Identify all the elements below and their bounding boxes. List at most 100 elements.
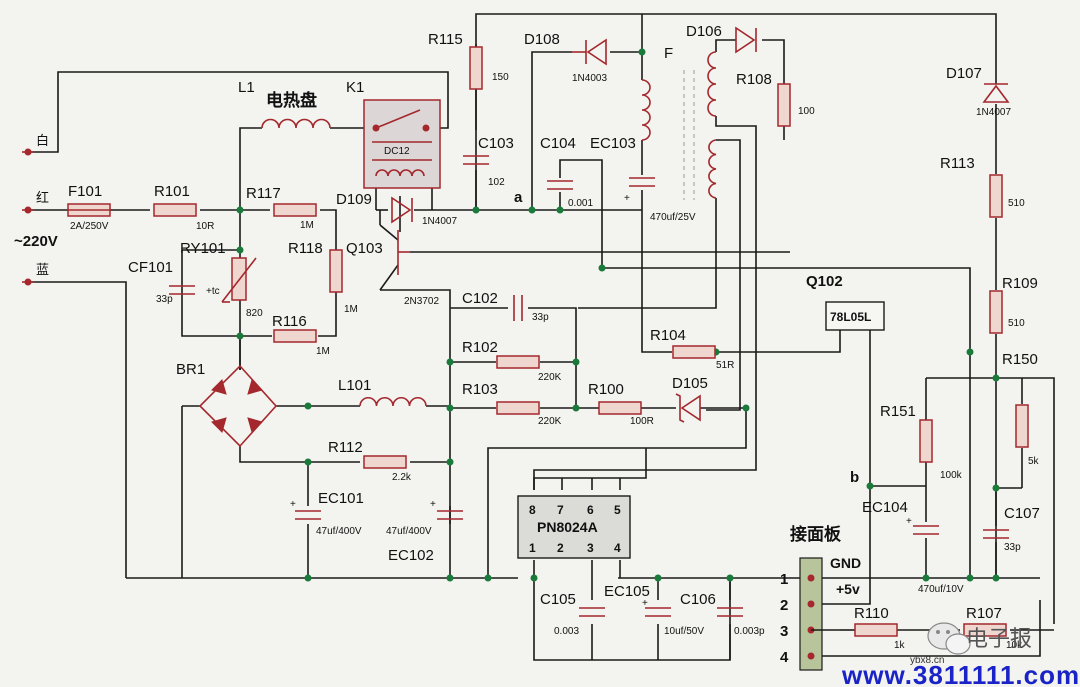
- svg-text:R104: R104: [650, 327, 686, 344]
- svg-text:8: 8: [529, 503, 536, 517]
- svg-text:R117: R117: [246, 185, 281, 202]
- watermark-url: www.3811111.com: [841, 660, 1080, 687]
- svg-text:R109: R109: [1002, 275, 1038, 292]
- svg-text:R102: R102: [462, 339, 498, 356]
- svg-text:C103: C103: [478, 135, 514, 152]
- svg-text:470uf/10V: 470uf/10V: [918, 584, 964, 595]
- resistor-r100: R100 100R: [588, 381, 654, 427]
- svg-text:R108: R108: [736, 71, 772, 88]
- transistor-q103: Q103 2N3702: [346, 230, 439, 307]
- svg-text:Q103: Q103: [346, 240, 383, 257]
- mains-voltage-label: ~220V: [14, 233, 58, 250]
- capacitor-ec103: + EC103 470uf/25V: [590, 135, 696, 223]
- svg-text:+: +: [290, 499, 296, 510]
- terminal-blue: 蓝: [22, 263, 49, 286]
- capacitor-c102: C102 33p: [462, 290, 549, 323]
- svg-text:L101: L101: [338, 377, 371, 394]
- svg-text:EC102: EC102: [388, 547, 434, 564]
- svg-text:220K: 220K: [538, 372, 562, 383]
- svg-text:R113: R113: [940, 155, 975, 172]
- svg-text:+: +: [624, 193, 630, 204]
- svg-text:150: 150: [492, 72, 509, 83]
- svg-text:2.2k: 2.2k: [392, 472, 412, 483]
- svg-text:R116: R116: [272, 313, 307, 330]
- svg-text:EC104: EC104: [862, 499, 908, 516]
- svg-text:R101: R101: [154, 183, 190, 200]
- svg-text:R112: R112: [328, 439, 363, 456]
- resistor-r118: R118 1M: [288, 240, 358, 315]
- resistor-r113: R113 510: [940, 155, 1025, 218]
- resistor-r112: R112 2.2k: [328, 439, 412, 483]
- svg-text:D108: D108: [524, 31, 560, 48]
- capacitor-c105: C105 0.003: [540, 591, 606, 637]
- capacitor-ec101: + EC101 47uf/400V: [290, 490, 364, 537]
- inductor-l101: L101: [338, 377, 427, 407]
- capacitor-ec102: + EC102 47uf/400V: [386, 499, 464, 564]
- diode-d106: D106: [686, 23, 757, 54]
- svg-text:33p: 33p: [156, 294, 173, 305]
- terminal-blue-label: 蓝: [36, 263, 49, 278]
- svg-text:+5v: +5v: [836, 581, 860, 597]
- panel-connector: 接面板 1 2 3 4 GND +5v: [780, 524, 861, 671]
- transformer-f: F: [641, 45, 717, 200]
- svg-text:47uf/400V: 47uf/400V: [386, 526, 432, 537]
- svg-text:R107: R107: [966, 605, 1002, 622]
- svg-text:R110: R110: [854, 605, 889, 622]
- svg-text:820: 820: [246, 308, 263, 319]
- svg-text:47uf/400V: 47uf/400V: [316, 526, 362, 537]
- svg-text:R115: R115: [428, 31, 463, 48]
- fuse-f101: F101 2A/250V: [67, 183, 111, 232]
- svg-text:F101: F101: [68, 183, 102, 200]
- junctions: [236, 48, 1000, 582]
- svg-text:CF101: CF101: [128, 259, 173, 276]
- ic-pn8024a: 8 7 6 5 PN8024A 1 2 3 4: [517, 495, 631, 559]
- relay-k1: K1 DC12: [346, 79, 441, 189]
- svg-text:D106: D106: [686, 23, 722, 40]
- svg-text:2: 2: [780, 597, 788, 614]
- resistor-r108: R108 100: [736, 71, 815, 127]
- svg-text:10R: 10R: [196, 221, 214, 232]
- svg-text:C107: C107: [1004, 505, 1040, 522]
- capacitor-ec105: + EC105 10uf/50V: [604, 583, 704, 637]
- svg-text:D109: D109: [336, 191, 372, 208]
- resistor-r110: R110 1k: [854, 605, 906, 651]
- svg-text:4: 4: [614, 541, 621, 555]
- svg-text:1M: 1M: [316, 346, 330, 357]
- svg-text:L1: L1: [238, 79, 255, 96]
- resistor-r101: R101 10R: [153, 183, 214, 232]
- svg-text:5k: 5k: [1028, 456, 1040, 467]
- capacitor-c107: C107 33p: [982, 505, 1040, 553]
- svg-text:EC105: EC105: [604, 583, 650, 600]
- svg-text:+tc: +tc: [206, 286, 220, 297]
- svg-text:C102: C102: [462, 290, 498, 307]
- watermark-small: ybx8.cn: [910, 655, 944, 666]
- capacitor-c104: C104 0.001: [540, 135, 593, 209]
- resistor-r151: R151 100k: [880, 403, 963, 481]
- svg-text:5: 5: [614, 503, 621, 517]
- svg-text:100: 100: [798, 106, 815, 117]
- svg-text:F: F: [664, 45, 673, 62]
- svg-text:102: 102: [488, 177, 505, 188]
- svg-text:+: +: [430, 499, 436, 510]
- terminal-white: 白: [22, 133, 49, 156]
- watermark: 电子报 ybx8.cn www.3811111.com: [841, 622, 1080, 687]
- terminal-white-label: 白: [36, 133, 49, 149]
- bridge-rectifier-br1: BR1: [176, 361, 278, 448]
- svg-text:220K: 220K: [538, 416, 562, 427]
- svg-text:+: +: [906, 516, 912, 527]
- svg-text:2N3702: 2N3702: [404, 296, 439, 307]
- svg-text:78L05L: 78L05L: [830, 310, 871, 324]
- resistor-r115: R115 150: [428, 31, 509, 90]
- svg-text:51R: 51R: [716, 360, 734, 371]
- svg-text:510: 510: [1008, 318, 1025, 329]
- svg-text:D105: D105: [672, 375, 708, 392]
- terminal-red: 红: [22, 190, 49, 214]
- terminal-red-label: 红: [36, 190, 49, 206]
- svg-text:Q102: Q102: [806, 273, 843, 290]
- svg-text:0.003p: 0.003p: [734, 626, 765, 637]
- svg-text:470uf/25V: 470uf/25V: [650, 212, 696, 223]
- svg-text:R151: R151: [880, 403, 916, 420]
- svg-text:电热盘: 电热盘: [266, 90, 317, 111]
- svg-text:PN8024A: PN8024A: [537, 519, 598, 535]
